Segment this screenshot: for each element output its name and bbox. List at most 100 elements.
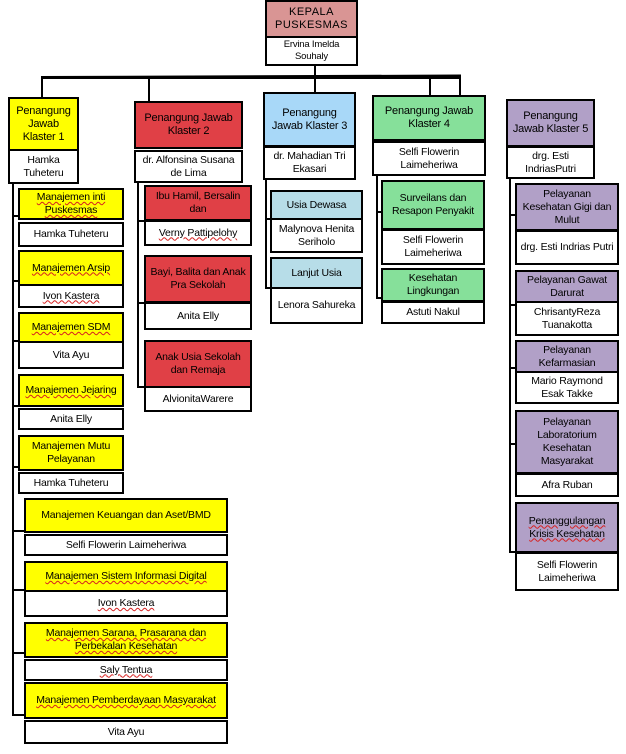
klaster2-unit-name: Verny Pattipelohy (144, 220, 252, 246)
unit-name-text: Verny Pattipelohy (158, 226, 238, 239)
klaster1-unit-name: Hamka Tuheteru (18, 472, 124, 494)
connector (265, 287, 271, 289)
unit-name-text: Lenora Sahureka (277, 299, 356, 311)
klaster3-name-text: dr. Mahadian Tri Ekasari (273, 150, 346, 175)
unit-title-text: Manajemen Arsip (31, 261, 111, 274)
unit-title-text: Surveilans dan Resapon Penyakit (391, 192, 475, 217)
klaster5-name: drg. Esti IndriasPutri (506, 146, 595, 179)
unit-title-text: Pelayanan Kesehatan Gigi dan Mulut (522, 187, 612, 226)
unit-name-text: Hamka Tuheteru (33, 228, 109, 240)
klaster5-title: Penangung Jawab Klaster 5 (506, 99, 595, 147)
klaster1-unit-name: Ivon Kastera (18, 284, 124, 308)
connector (509, 179, 511, 552)
unit-title-text: Manajemen Sarana, Prasarana dan Perbekal… (45, 627, 207, 652)
klaster1-unit-title: Manajemen Mutu Pelayanan (18, 435, 124, 471)
unit-title-text: Manajemen Pemberdayaan Masyarakat (36, 694, 216, 706)
connector (12, 183, 14, 716)
connector (314, 65, 316, 78)
connector (12, 280, 19, 282)
unit-name-text: Anita Elly (50, 412, 92, 425)
klaster2-name-text: dr. Alfonsina Susana de Lima (142, 153, 235, 179)
klaster1-unit-title: Manajemen Sistem Informasi Digital (24, 561, 228, 592)
connector (509, 551, 516, 553)
klaster1-unit-title: Manajemen Jejaring (18, 374, 124, 407)
unit-title-text: Manajemen Mutu Pelayanan (31, 440, 111, 465)
unit-name-text: Hamka Tuheteru (33, 476, 109, 489)
unit-title-text: Pelayanan Gawat Darurat (527, 273, 607, 299)
klaster2-unit-name: AlvionitaWarere (144, 386, 252, 412)
connector (429, 75, 431, 95)
klaster5-unit-title: Pelayanan Laboratorium Kesehatan Masyara… (515, 410, 619, 474)
klaster1-unit-name: Anita Elly (18, 408, 124, 430)
unit-title-text: Ibu Hamil, Bersalin dan (155, 190, 241, 215)
connector (509, 304, 516, 306)
klaster4-title-text: Penangung Jawab Klaster 4 (384, 105, 474, 130)
head-title: KEPALA PUSKESMAS (265, 0, 358, 38)
unit-title-text: Manajemen SDM (31, 321, 111, 333)
unit-name-text: Mario Raymond Esak Takke (531, 374, 603, 400)
connector (12, 652, 25, 654)
klaster3-title-text: Penangung Jawab Klaster 3 (271, 106, 348, 132)
connector (344, 75, 460, 77)
connector (265, 218, 271, 220)
unit-name-text: AlvionitaWarere (162, 392, 234, 405)
klaster3-unit-name: Malynova Henita Seriholo (270, 218, 363, 253)
connector (256, 76, 461, 78)
connector (137, 302, 145, 304)
klaster5-unit-name: Mario Raymond Esak Takke (515, 371, 619, 404)
klaster3-title: Penangung Jawab Klaster 3 (263, 92, 356, 147)
unit-name-text: Vita Ayu (107, 725, 145, 738)
unit-name-text: Malynova Henita Seriholo (278, 222, 355, 248)
connector (376, 176, 378, 299)
klaster5-unit-name: Afra Ruban (515, 473, 619, 497)
connector (137, 183, 139, 387)
connector (12, 215, 19, 217)
klaster1-unit-name: Ivon Kastera (24, 590, 228, 617)
klaster5-name-text: drg. Esti IndriasPutri (525, 149, 576, 175)
unit-title-text: Lanjut Usia (291, 266, 342, 279)
klaster5-unit-name: ChrisantyReza Tuanakotta (515, 301, 619, 336)
klaster1-unit-title: Manajemen inti Puskesmas (18, 188, 124, 220)
unit-name-text: Saly Tentua (99, 663, 153, 676)
unit-title-text: Manajemen Jejaring (25, 384, 117, 396)
connector (314, 76, 316, 92)
unit-title-text: Usia Dewasa (286, 198, 347, 211)
klaster4-unit-title: Surveilans dan Resapon Penyakit (381, 180, 485, 230)
klaster2-unit-name: Anita Elly (144, 302, 252, 330)
klaster5-unit-title: Pelayanan Kefarmasian (515, 340, 619, 373)
klaster1-name: Hamka Tuheteru (8, 149, 79, 184)
unit-name-text: Selfi Flowerin Laimeheriwa (536, 558, 598, 584)
connector (148, 77, 150, 101)
klaster3-unit-title: Usia Dewasa (270, 190, 363, 220)
klaster1-title: Penangung Jawab Klaster 1 (8, 97, 79, 151)
connector (12, 340, 19, 342)
unit-title-text: Manajemen inti Puskesmas (36, 191, 106, 216)
head-name: Ervina Imelda Souhaly (265, 36, 358, 66)
unit-title-text: Pelayanan Kefarmasian (538, 343, 596, 369)
unit-name-text: Anita Elly (177, 309, 219, 322)
klaster4-title: Penangung Jawab Klaster 4 (372, 95, 486, 141)
connector (376, 297, 382, 299)
unit-name-text: Astuti Nakul (406, 306, 460, 318)
klaster5-unit-title: Pelayanan Gawat Darurat (515, 270, 619, 303)
connector (12, 530, 25, 532)
unit-title-text: Penanggulangan Krisis Kesehatan (528, 514, 606, 540)
connector (376, 211, 382, 213)
unit-name-text: Selfi Flowerin Laimeheriwa (402, 234, 464, 259)
connector (137, 386, 145, 388)
unit-title-text: Bayi, Balita dan Anak Pra Sekolah (150, 266, 246, 291)
unit-name-text: Ivon Kastera (42, 289, 100, 302)
connector (12, 466, 19, 468)
klaster1-unit-name: Hamka Tuheteru (18, 222, 124, 247)
unit-title-text: Anak Usia Sekolah dan Remaja (155, 351, 241, 376)
klaster4-unit-name: Astuti Nakul (381, 301, 485, 324)
klaster5-unit-name: drg. Esti Indrias Putri (515, 230, 619, 265)
klaster3-name: dr. Mahadian Tri Ekasari (263, 146, 356, 180)
unit-title-text: Pelayanan Laboratorium Kesehatan Masyara… (537, 416, 597, 467)
klaster1-unit-name: Selfi Flowerin Laimeheriwa (24, 534, 228, 556)
klaster4-name: Selfi Flowerin Laimeheriwa (372, 141, 486, 176)
klaster4-unit-name: Selfi Flowerin Laimeheriwa (381, 229, 485, 265)
klaster2-title: Penangung Jawab Klaster 2 (134, 101, 243, 149)
klaster1-unit-title: Manajemen Sarana, Prasarana dan Perbekal… (24, 622, 228, 658)
connector (12, 714, 25, 716)
